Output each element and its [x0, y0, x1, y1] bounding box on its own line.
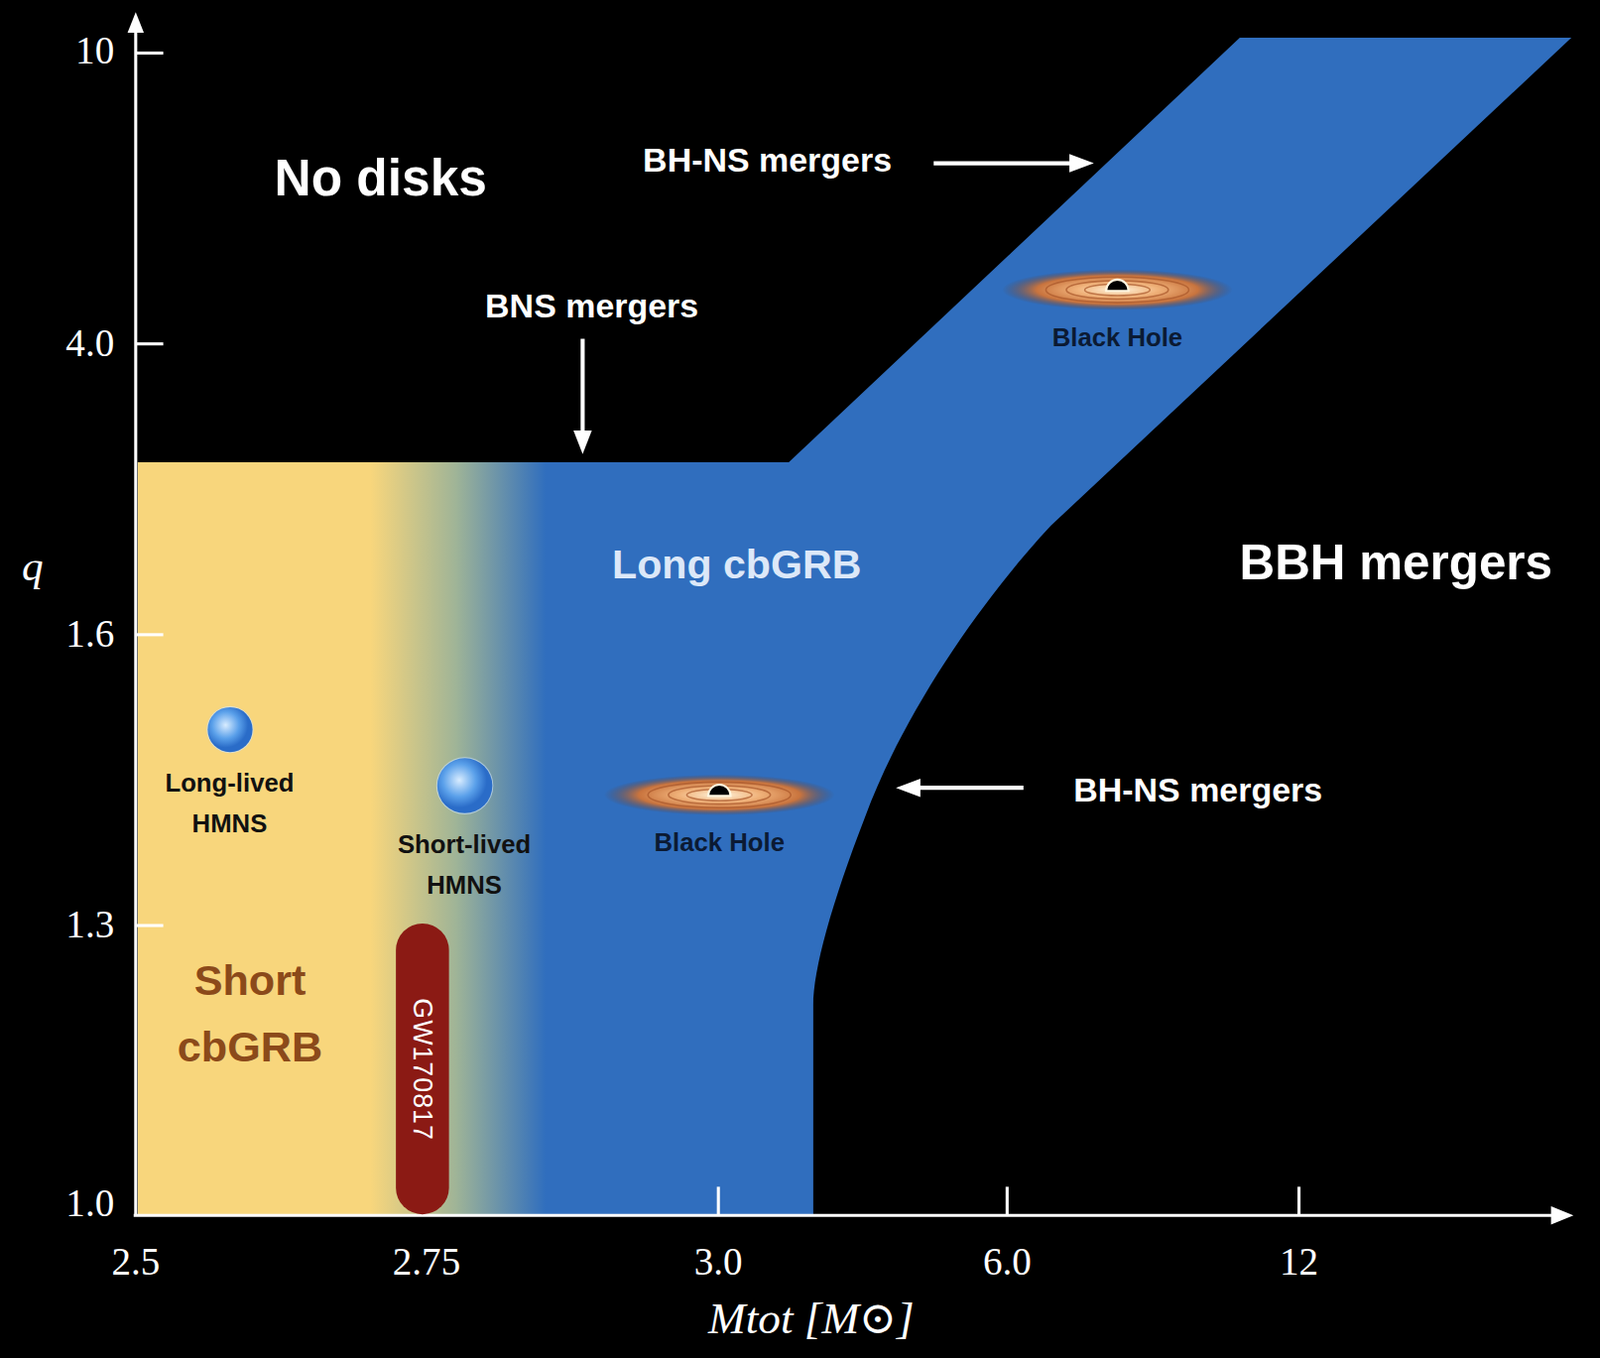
- callout-label: BH-NS mergers: [642, 141, 892, 179]
- callout-label: BH-NS mergers: [1073, 772, 1323, 810]
- leader-arrowhead: [1069, 153, 1095, 173]
- leader-arrow: [918, 785, 1024, 790]
- x-tick: [717, 1186, 721, 1216]
- hmns-node: Short-lived HMNS: [374, 755, 554, 905]
- leader-arrowhead: [895, 778, 921, 798]
- disk-ring: [1045, 276, 1189, 303]
- leader-arrowhead: [573, 430, 593, 455]
- neutron-star: [207, 707, 252, 752]
- accretion-disk: [1001, 269, 1232, 311]
- tick-label: 1.3: [65, 904, 115, 948]
- star-glow: [435, 756, 493, 815]
- disk-ring: [647, 781, 791, 808]
- x-tick: [1297, 1186, 1301, 1216]
- region-label: BBH mergers: [1238, 536, 1553, 591]
- y-tick: [135, 923, 164, 927]
- region-label: No disks: [274, 150, 488, 208]
- y-tick: [135, 51, 164, 55]
- event-horizon: [708, 784, 732, 796]
- axis-title: Mtot [M⊙]: [708, 1294, 915, 1345]
- neutron-star-icon: [434, 755, 494, 816]
- x-axis: [133, 1214, 1554, 1218]
- x-tick: [1005, 1186, 1009, 1216]
- x-axis-arrowhead: [1551, 1206, 1575, 1226]
- neutron-star: [436, 757, 493, 814]
- axis-title: q: [21, 542, 44, 591]
- node-label: Black Hole: [1052, 316, 1184, 358]
- event-pill: GW170817: [395, 923, 449, 1215]
- leader-arrow: [580, 339, 585, 435]
- y-ticks: [135, 52, 164, 926]
- black-hole-node: Black Hole: [999, 264, 1235, 358]
- node-label: Black Hole: [653, 821, 785, 862]
- tick-label: 12: [1279, 1240, 1319, 1284]
- node-label: Long-lived HMNS: [139, 761, 319, 844]
- leader-arrow: [933, 161, 1072, 166]
- region-label: Long cbGRB: [612, 541, 862, 587]
- y-axis: [133, 28, 137, 1216]
- callout-label: BNS mergers: [485, 287, 699, 325]
- hmns-node: Long-lived HMNS: [139, 705, 319, 845]
- tick-label: 1.0: [65, 1182, 115, 1226]
- tick-label: 2.75: [392, 1240, 461, 1284]
- tick-label: 1.6: [65, 613, 115, 656]
- black-hole-icon: [999, 264, 1235, 310]
- x-ticks: [426, 1186, 1300, 1216]
- black-hole-node: Black Hole: [602, 770, 838, 863]
- tick-label: 3.0: [694, 1240, 743, 1284]
- node-label: Short-lived HMNS: [374, 823, 554, 905]
- neutron-star-icon: [205, 705, 254, 754]
- event-name: GW170817: [406, 997, 439, 1141]
- tick-label: 4.0: [65, 322, 115, 366]
- tick-label: 10: [75, 29, 115, 73]
- region-label: Short cbGRB: [157, 947, 342, 1081]
- y-tick: [135, 632, 164, 636]
- y-tick: [135, 342, 164, 346]
- black-hole-icon: [602, 770, 838, 816]
- long-cbgrb-region: [137, 37, 1572, 1215]
- y-axis-arrowhead: [127, 11, 144, 33]
- star-glow: [206, 706, 253, 753]
- accretion-disk: [604, 774, 835, 816]
- tick-label: 6.0: [983, 1240, 1032, 1284]
- tick-label: 2.5: [111, 1240, 160, 1284]
- event-horizon: [1106, 279, 1129, 291]
